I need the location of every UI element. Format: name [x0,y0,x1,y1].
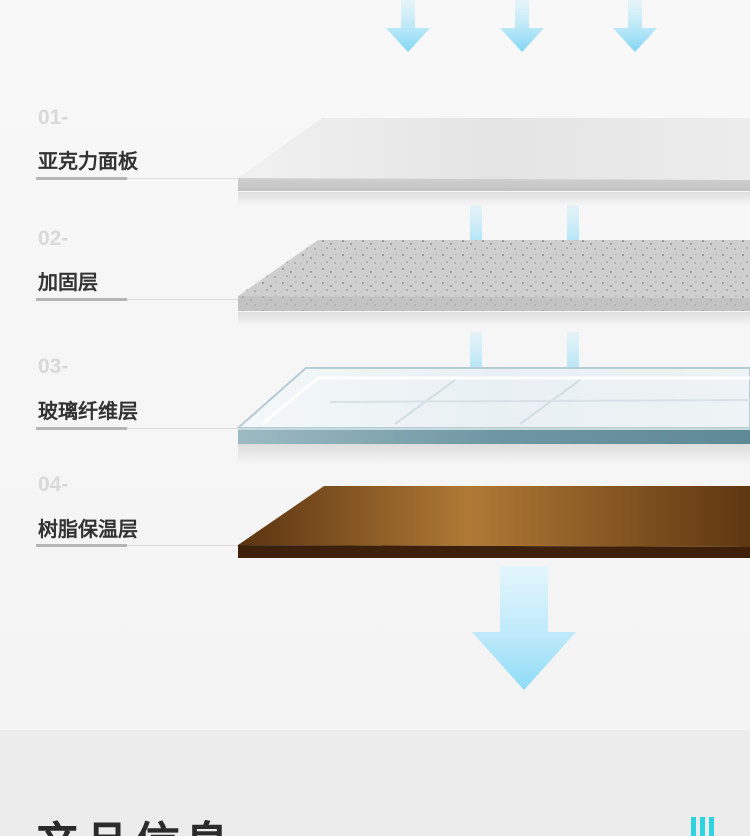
arrow-icon [613,0,657,52]
product-info-section [0,730,750,836]
section-title: 产品信息 [34,808,234,836]
layer-underline [36,298,127,301]
acrylic-panel-layer [238,118,750,206]
layer-underline [36,177,127,180]
reinforcement-layer [238,240,750,326]
layer-number-4: 04- [38,473,69,496]
layer-name-1: 亚克力面板 [38,149,138,173]
layer-underline [36,544,127,547]
layer-name-3: 玻璃纤维层 [38,399,138,423]
layer-name-4: 树脂保温层 [38,517,138,541]
layer-number-1: 01- [38,106,69,129]
arrow-icon [500,0,544,52]
layer-number-2: 02- [38,227,69,250]
layer-name-2: 加固层 [38,270,98,294]
arrow-icon [386,0,430,52]
layer-divider [127,178,238,179]
glass-fiber-layer [235,367,750,464]
layer-divider [127,299,238,300]
top-arrows [386,0,657,52]
layer-number-3: 03- [38,355,69,378]
bars-icon [690,817,716,836]
big-down-arrow [472,566,576,690]
layer-divider [127,428,238,429]
resin-insulation-layer [238,486,750,558]
arrow-icon [472,566,576,690]
layer-divider [127,545,238,546]
layer-underline [36,427,127,430]
